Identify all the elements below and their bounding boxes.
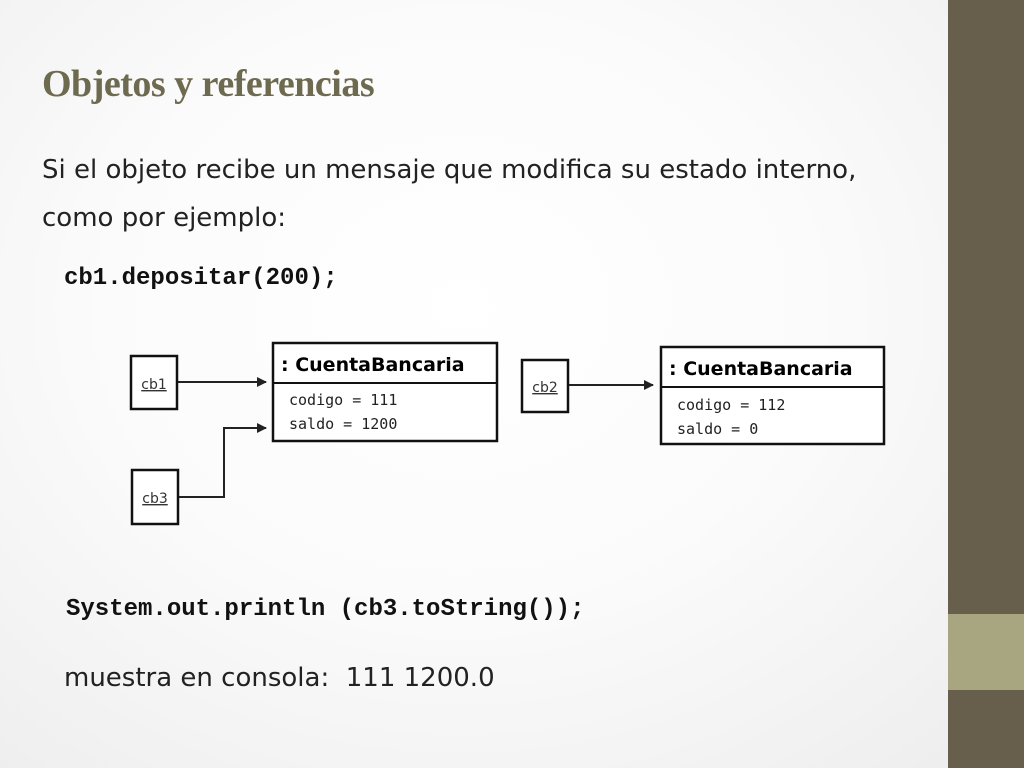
ref-box-cb2: cb2 (520, 358, 570, 414)
side-accent-block (948, 614, 1024, 690)
object-box-2: : CuentaBancaria codigo = 112 saldo = 0 (659, 345, 886, 446)
code-println: System.out.println (cb3.toString()); (66, 596, 585, 623)
ref-box-cb3: cb3 (130, 468, 180, 526)
code-deposit: cb1.depositar(200); (64, 265, 338, 292)
object-box-1: : CuentaBancaria codigo = 111 saldo = 12… (271, 341, 499, 443)
intro-text: Si el objeto recibe un mensaje que modif… (42, 155, 857, 233)
ref-label-cb3: cb3 (142, 491, 168, 507)
output-label: muestra en consola: (64, 663, 330, 693)
arrow-cb3-to-object1 (179, 423, 267, 498)
ref-box-cb1: cb1 (129, 354, 179, 411)
object-1-attr-codigo: codigo = 111 (289, 391, 397, 409)
slide-title: Objetos y referencias (42, 63, 375, 105)
object-2-title: : CuentaBancaria (669, 358, 853, 380)
console-output: muestra en consola: 111 1200.0 (64, 663, 495, 693)
object-1-attr-saldo: saldo = 1200 (289, 415, 397, 433)
output-value: 111 1200.0 (345, 663, 495, 693)
reference-diagram: cb1 cb3 cb2 : CuentaBancaria codigo = 11… (129, 341, 886, 526)
ref-label-cb1: cb1 (141, 377, 167, 393)
object-2-attr-saldo: saldo = 0 (677, 420, 758, 438)
object-2-attr-codigo: codigo = 112 (677, 396, 785, 414)
ref-label-cb2: cb2 (532, 380, 558, 396)
object-1-title: : CuentaBancaria (281, 354, 465, 376)
